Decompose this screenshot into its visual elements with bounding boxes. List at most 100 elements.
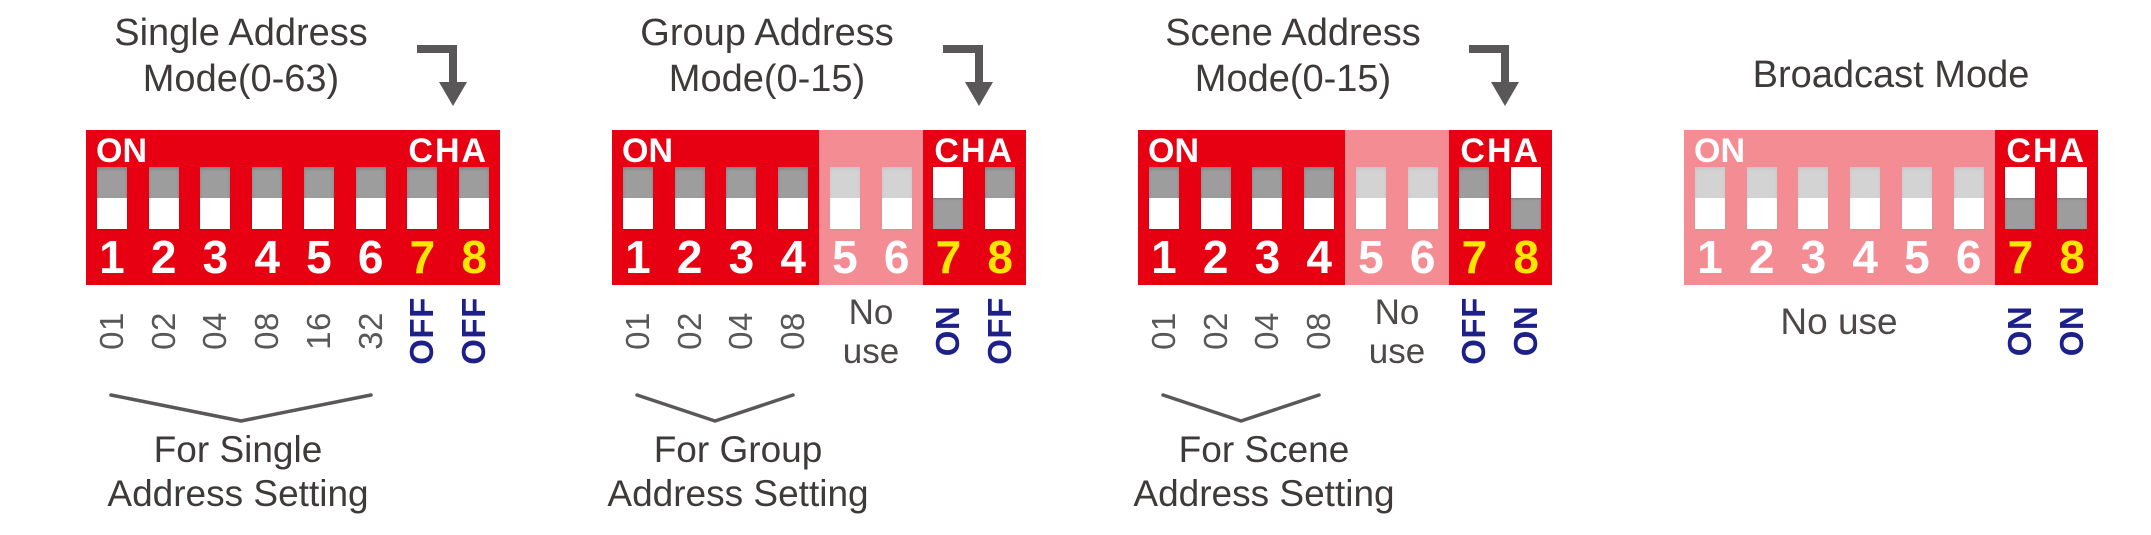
title-line: Mode(0-15) [1194,58,1392,101]
caption-line: Address Setting [107,473,369,515]
dip-switch-2 [1200,167,1231,229]
channel-label: CHA [2006,132,2087,170]
switch-column-4: 4 [767,167,819,285]
dip-switch-block: ON CHA 1 2 3 4 [612,130,1026,285]
dip-switch-3 [726,167,757,229]
title-line: Mode(0-63) [142,58,340,101]
switch-value-label: 02 [1197,312,1234,350]
switch-handle [1252,198,1283,229]
dip-switch-block: ON CHA 1 2 3 4 [1684,130,2098,285]
switch-number-label: 4 [1306,231,1332,283]
switch-number-label: 2 [1202,231,1229,283]
switch-value-label: 04 [196,312,233,350]
switch-column-1: 1 [86,167,138,285]
dip-switch-6 [355,167,386,229]
switch-handle [933,167,964,198]
annotation-row: No use ON ON [1684,285,2098,387]
panel-single-address-mode: Single Address Mode(0-63) ON CHA 1 2 [86,0,500,535]
dip-switch-2 [148,167,179,229]
switch-handle [1200,198,1231,229]
dip-switch-3 [1252,167,1283,229]
dip-switch-block: ON CHA 1 2 3 4 [86,130,500,285]
panel-scene-address-mode: Scene Address Mode(0-15) ON CHA 1 2 [1133,0,1552,535]
switch-handle [1304,198,1335,229]
on-label: ON [96,132,147,170]
switch-number-label: 8 [1513,231,1539,283]
arrow-to-channel-icon [1469,45,1519,106]
switch-value-label: 01 [1145,312,1182,350]
dip-switch-7 [407,167,438,229]
channel-state-label: OFF [981,297,1018,365]
switch-value-label: 16 [300,312,337,350]
dip-switch-8 [2057,167,2088,229]
title-line: Mode(0-15) [668,58,866,101]
switch-number-label: 3 [728,231,755,283]
switch-value-label: 01 [619,312,656,350]
channel-label: CHA [408,132,489,170]
title-line: Broadcast Mode [1752,54,2030,96]
switch-column-7: 7 [1995,167,2047,285]
arrow-to-channel-icon [943,45,993,106]
switch-number-label: 1 [99,231,125,283]
caption-line: Address Setting [1133,473,1395,515]
switch-handle [778,198,809,229]
no-use-line: No [1374,293,1420,332]
title-line: Single Address [114,12,368,54]
switch-handle [726,198,757,229]
switch-number-label: 5 [306,231,332,283]
switch-handle [200,198,231,229]
dip-switch-4 [252,167,283,229]
title-line: Scene Address [1165,12,1421,54]
switch-column-5: 5 [293,167,345,285]
switch-value-label: 32 [352,312,389,350]
no-use-label: No use [843,293,899,371]
panel-title: Scene Address Mode(0-15) [1165,10,1421,103]
dip-switch-8 [985,167,1016,229]
dip-switch-1 [622,167,653,229]
switch-number-label: 2 [676,231,703,283]
switch-number-label: 7 [1461,231,1488,283]
channel-state-label: OFF [403,297,440,365]
switch-column-1: 1 [612,167,664,285]
no-use-overlay [819,130,923,285]
switch-column-6: 6 [345,167,397,285]
panel-title: Broadcast Mode [1753,52,2030,98]
annotation-row: 01 02 04 08 No use OFF ON [1138,285,1552,387]
switch-number-label: 4 [254,231,280,283]
switch-handle [1511,167,1542,198]
channel-state-label: ON [1507,305,1544,357]
switch-handle [674,198,705,229]
annotation-row: 01 02 04 08 No use ON OFF [612,285,1026,387]
annotation-row: 01 02 04 08 16 32 OFF OFF [86,285,500,387]
switch-handle [303,198,334,229]
no-use-line: use [842,332,900,372]
channel-state-label: ON [2001,305,2038,357]
switch-column-8: 8 [974,167,1026,285]
no-use-line: use [1368,332,1426,372]
switch-handle [985,198,1016,229]
dip-switch-4 [778,167,809,229]
no-use-label: No use [1369,293,1425,371]
dip-switch-4 [1304,167,1335,229]
channel-state-label: OFF [1455,297,1492,365]
switch-column-3: 3 [716,167,768,285]
switch-number-label: 3 [202,231,229,283]
on-label: ON [622,132,673,170]
dip-switch-8 [459,167,490,229]
no-use-overlay [1684,130,1995,285]
dip-switch-7 [2005,167,2036,229]
switch-handle [407,198,438,229]
panel-title: Group Address Mode(0-15) [640,10,893,103]
switch-columns: 1 2 3 4 5 [86,130,500,285]
channel-state-label: ON [2053,305,2090,357]
switch-number-label: 2 [150,231,177,283]
switch-number-label: 1 [1151,231,1177,283]
switch-number-label: 8 [461,231,487,283]
switch-number-label: 8 [987,231,1013,283]
switch-value-label: 08 [1300,312,1337,350]
channel-label: CHA [1460,132,1541,170]
grouping-bracket [1161,393,1321,423]
panel-group-address-mode: Group Address Mode(0-15) ON CHA 1 2 [607,0,1026,535]
switch-number-label: 3 [1254,231,1281,283]
